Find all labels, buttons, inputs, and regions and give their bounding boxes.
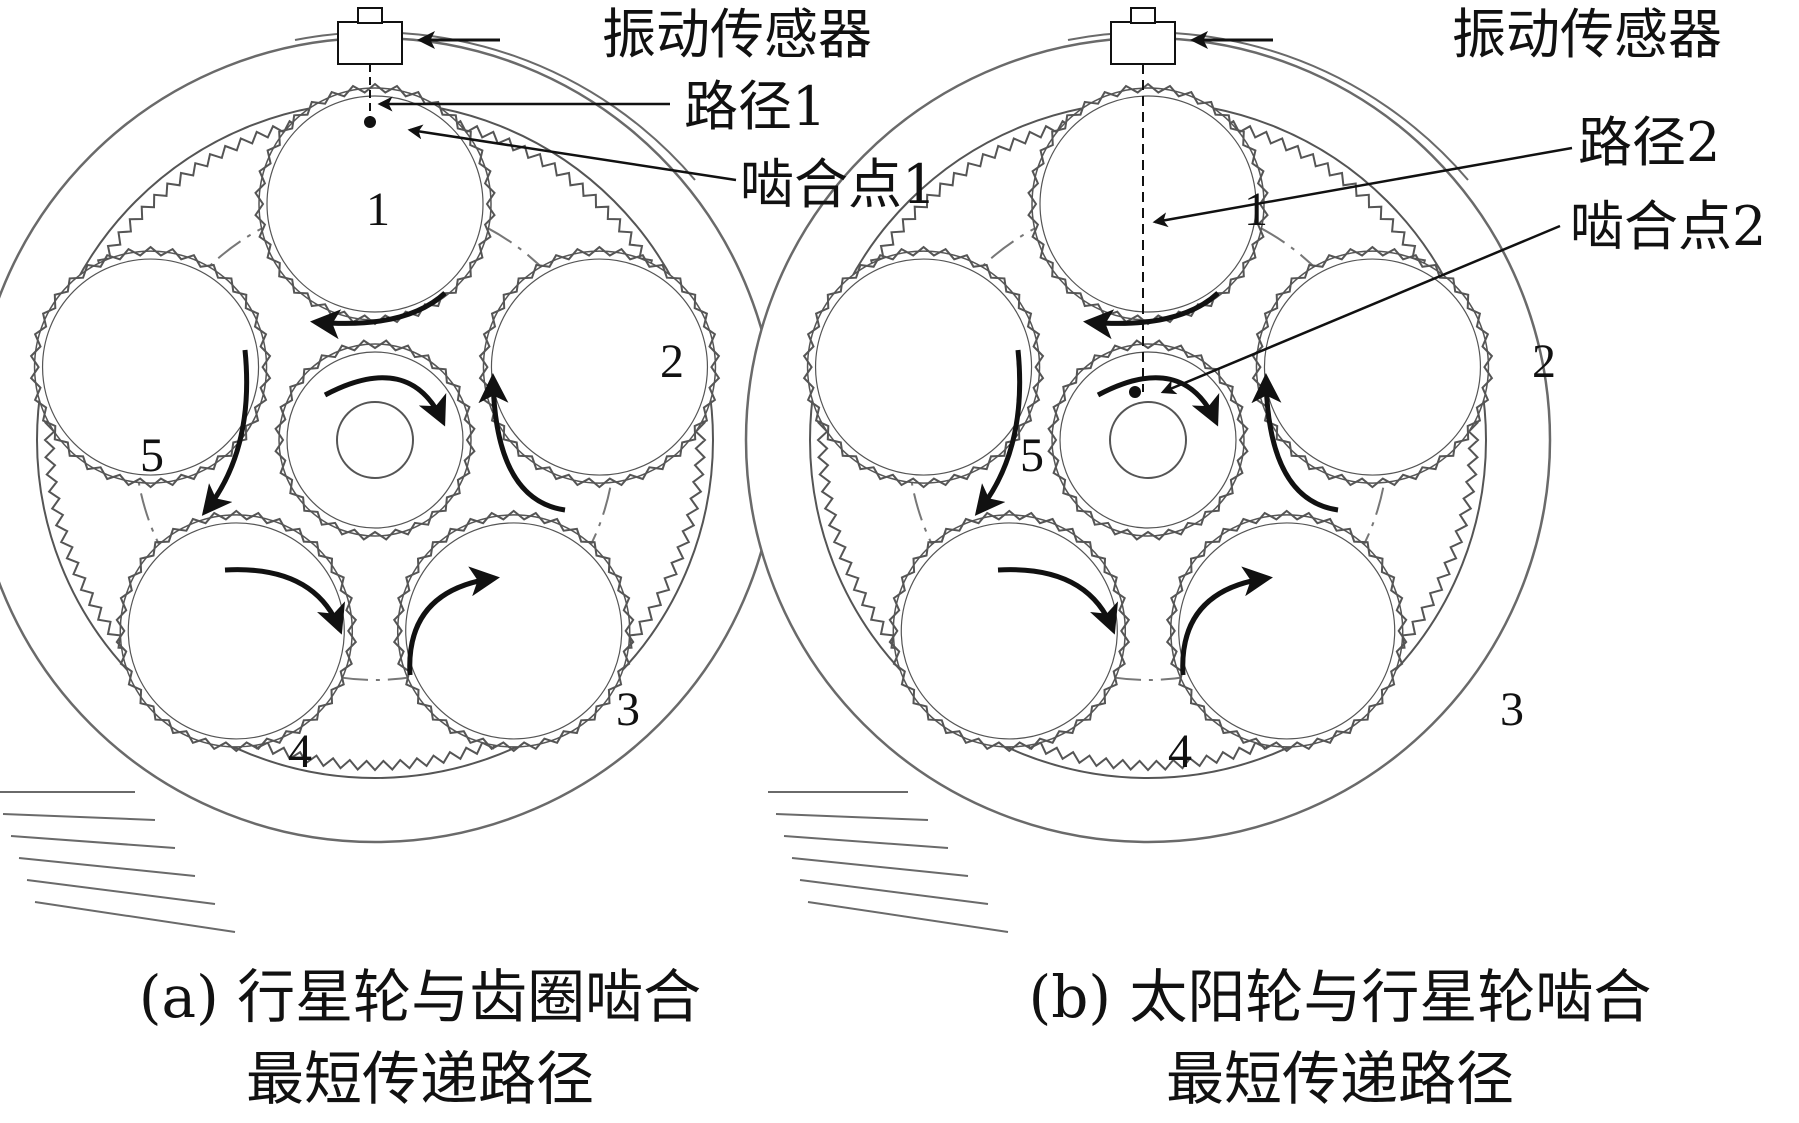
- gear-number-b-5: 5: [1020, 429, 1044, 482]
- planet-1-arrow: [310, 291, 447, 340]
- sun-gear-teeth: [274, 339, 476, 541]
- sensor-cap: [357, 7, 383, 24]
- mount-hatch-line: [34, 901, 236, 933]
- gear-number-b-2: 2: [1532, 335, 1556, 388]
- panel-a: [0, 7, 779, 933]
- planet-5-arrow: [201, 349, 250, 516]
- planet-gear-2-face: [1263, 258, 1482, 476]
- planet-gear-3-face: [1178, 522, 1396, 740]
- gear-number-b-3: 3: [1500, 683, 1524, 736]
- planet-gear-2: [1251, 245, 1494, 489]
- caption-b-line1: (b) 太阳轮与行星轮啮合: [1028, 963, 1652, 1031]
- sensor-cap: [1130, 7, 1156, 24]
- planet-gear-4-face: [127, 522, 345, 740]
- mesh-1-pointer: [407, 124, 737, 182]
- planet-gear-4-face: [900, 522, 1118, 740]
- planet-3-arrow: [1180, 566, 1273, 676]
- path-2-pointer: [1152, 146, 1573, 228]
- planet-gear-2-teeth: [1251, 245, 1494, 489]
- mount-hatch-line: [791, 857, 969, 877]
- planet-5-arrow: [974, 349, 1023, 516]
- gear-number-b-4: 4: [1168, 725, 1192, 778]
- sensor-label-a: 振动传感器: [602, 3, 872, 66]
- sun-gear-teeth: [1047, 339, 1249, 541]
- panel-b: [744, 7, 1573, 933]
- gear-number-a-4: 4: [288, 725, 312, 778]
- sun-arrow: [1096, 375, 1220, 427]
- planet-gear-5-face: [814, 258, 1033, 476]
- caption-a-line2: 最短传递路径: [245, 1045, 594, 1113]
- mount-hatch-line: [10, 835, 176, 849]
- sun-shaft-bore: [1109, 401, 1187, 479]
- planet-gear-5: [29, 245, 272, 489]
- mesh-point-2-dot: [1129, 386, 1141, 398]
- gear-number-a-3: 3: [616, 683, 640, 736]
- planet-gear-3-teeth: [1165, 509, 1408, 753]
- caption-a-line1: (a) 行星轮与齿圈啮合: [138, 963, 702, 1031]
- sun-shaft-bore: [336, 401, 414, 479]
- gear-number-a-1: 1: [366, 183, 390, 236]
- planet-gear-1-teeth: [254, 82, 496, 326]
- path-label-b: 路径2: [1578, 111, 1721, 174]
- caption-b-line2: 最短传递路径: [1165, 1045, 1514, 1113]
- planet-gear-3-teeth: [392, 509, 635, 753]
- gear-number-a-2: 2: [660, 335, 684, 388]
- mount-hatch-line: [807, 901, 1009, 933]
- planet-gear-3-face: [405, 522, 623, 740]
- mount-hatch-line: [783, 835, 949, 849]
- sensor-label-b: 振动传感器: [1452, 3, 1722, 66]
- planet-gear-2-face: [490, 258, 709, 476]
- mount-hatch-line: [18, 857, 196, 877]
- path-label-a: 路径1: [684, 75, 827, 138]
- planet-gear-5-teeth: [29, 245, 272, 489]
- planet-gear-5-face: [41, 258, 260, 476]
- mount-hatch-line: [2, 813, 156, 821]
- sun-arrow: [323, 375, 447, 427]
- planet-gear-1-face: [266, 95, 484, 313]
- planet-gear-2: [478, 245, 721, 489]
- mesh-point-label-a: 啮合点1: [740, 153, 937, 216]
- planet-4-arrow: [224, 567, 346, 635]
- planet-3-arrow: [407, 566, 500, 676]
- planet-gear-4-teeth: [115, 509, 358, 753]
- sensor-body: [337, 21, 403, 65]
- planet-2-arrow: [1251, 373, 1339, 513]
- sensor-body: [1110, 21, 1176, 65]
- mount-hatch-line: [799, 879, 989, 905]
- gear-number-a-5: 5: [140, 429, 164, 482]
- planet-gear-3: [1165, 509, 1408, 753]
- mesh-point-label-b: 啮合点2: [1570, 195, 1767, 258]
- mount-hatch-line: [775, 813, 929, 821]
- planet-gear-3: [392, 509, 635, 753]
- planet-gear-1: [254, 82, 496, 326]
- planet-gear-5-teeth: [802, 245, 1045, 489]
- planet-4-arrow: [997, 567, 1119, 635]
- planet-gear-1-face: [1039, 95, 1257, 313]
- planet-1-arrow: [1083, 291, 1220, 340]
- planet-gear-1: [1027, 82, 1269, 326]
- mount-hatch-line: [26, 879, 216, 905]
- planet-2-arrow: [478, 373, 566, 513]
- planet-gear-2-teeth: [478, 245, 721, 489]
- mesh-point-1-dot: [364, 116, 376, 128]
- planet-gear-5: [802, 245, 1045, 489]
- gear-number-b-1: 1: [1244, 183, 1268, 236]
- planet-gear-4-teeth: [888, 509, 1131, 753]
- mesh-2-pointer: [1160, 224, 1561, 395]
- planet-gear-1-teeth: [1027, 82, 1269, 326]
